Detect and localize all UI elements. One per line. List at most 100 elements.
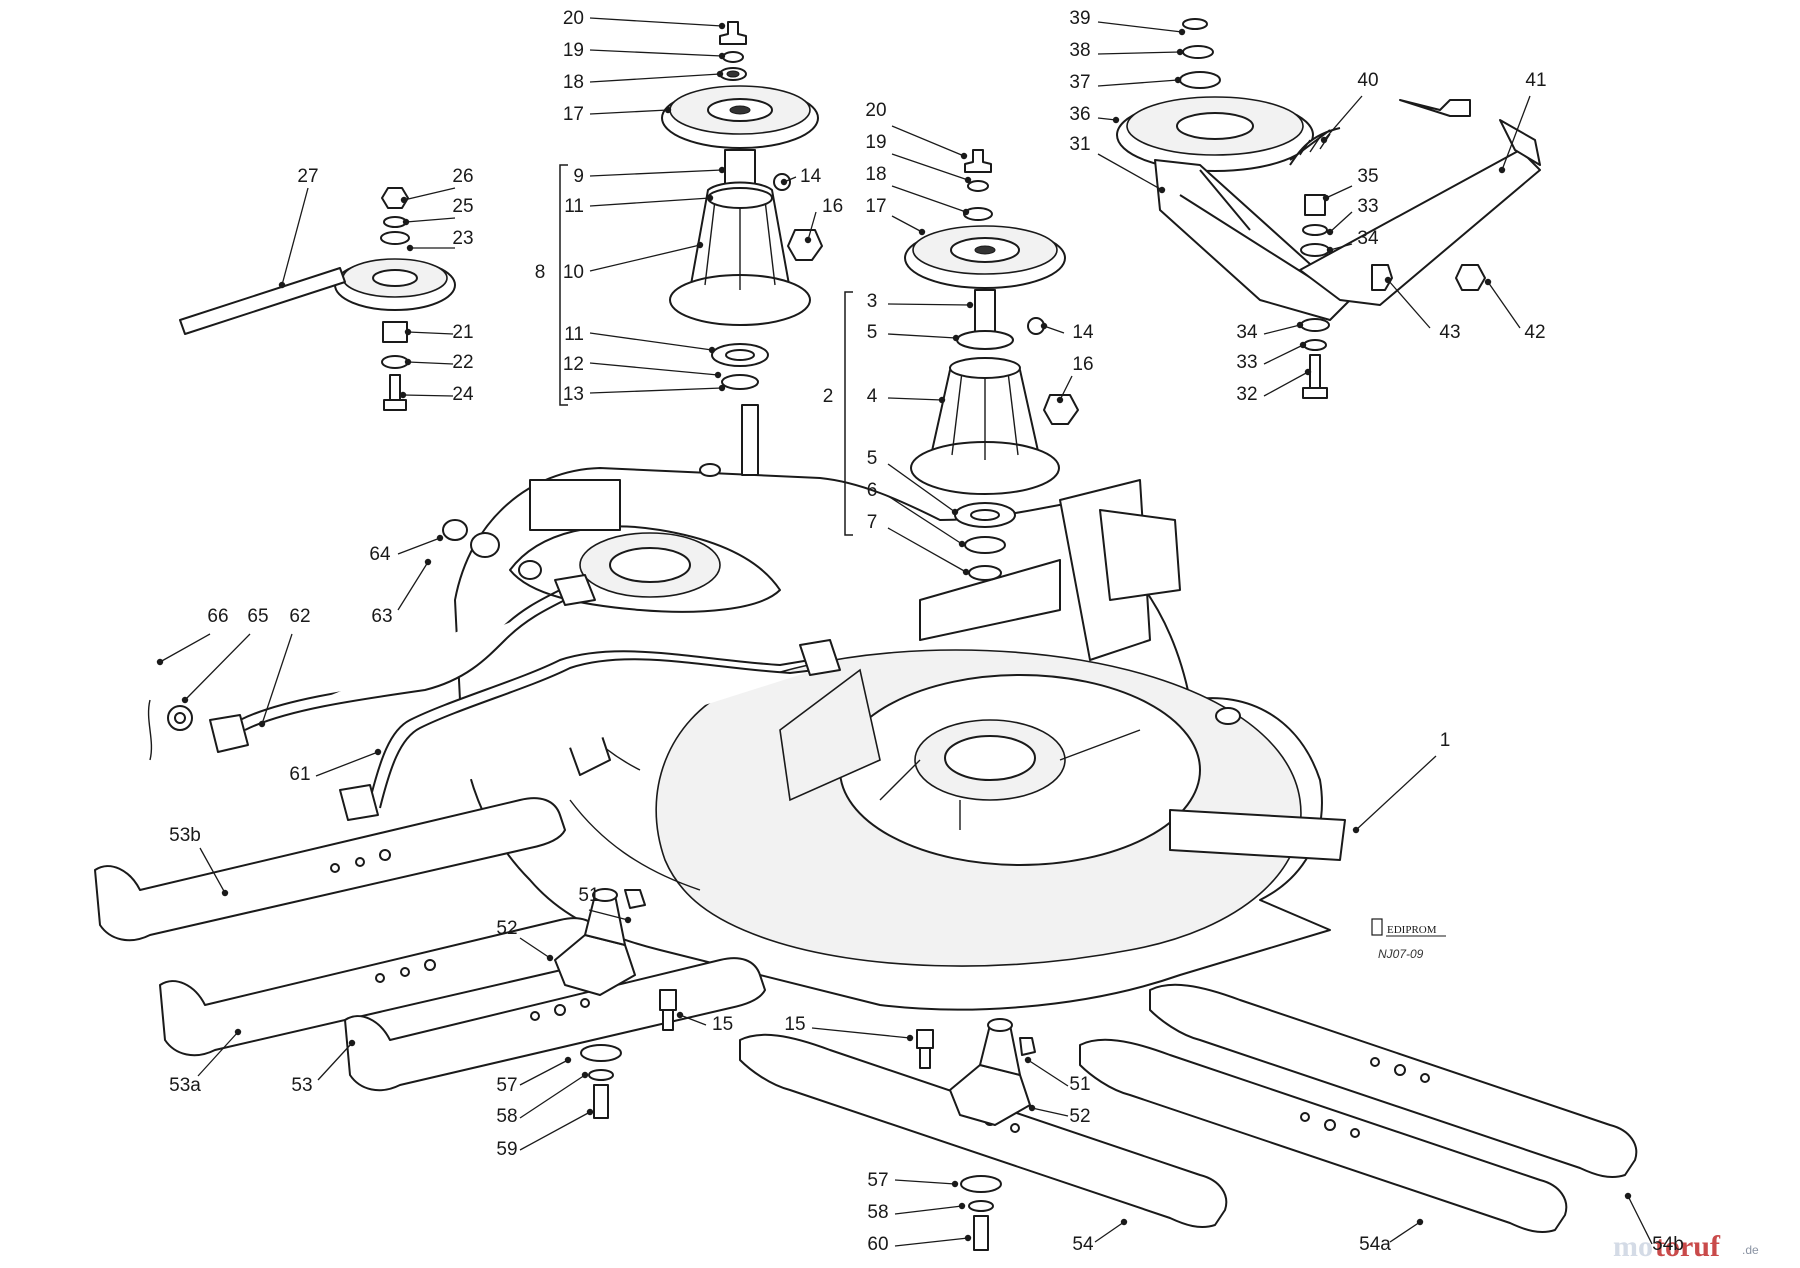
callout-anchor-dot	[1352, 826, 1360, 834]
part-number-label: 41	[1525, 70, 1546, 91]
callout-leader-line	[197, 1031, 239, 1077]
part-number-label: 54b	[1652, 1234, 1684, 1255]
callout-leader-line	[402, 394, 454, 397]
callout-anchor-dot	[1416, 1218, 1424, 1226]
callout-anchor-dot	[952, 334, 960, 342]
part-number-label: 59	[496, 1139, 517, 1160]
watermark-part-a: mo	[1613, 1230, 1653, 1263]
callout-leader-line	[519, 1111, 591, 1151]
callout-leader-line	[1501, 95, 1531, 171]
group-braces	[559, 164, 853, 536]
manufacturer-stamp	[1371, 918, 1446, 937]
callout-leader-line	[1097, 51, 1181, 55]
callout-anchor-dot	[962, 208, 970, 216]
callout-anchor-dot	[258, 720, 266, 728]
part-number-label: 15	[712, 1014, 733, 1035]
callout-anchor-dot	[1176, 48, 1184, 56]
callout-anchor-dot	[1028, 1104, 1036, 1112]
callout-anchor-dot	[958, 1202, 966, 1210]
height-adjust-linkage	[147, 519, 841, 821]
callout-anchor-dot	[436, 534, 444, 542]
part-number-label: 64	[369, 544, 391, 565]
callout-leader-line	[317, 1042, 353, 1081]
callout-leader-line	[1097, 153, 1163, 191]
callout-anchor-dot	[581, 1071, 589, 1079]
part-number-label: 57	[496, 1075, 517, 1096]
part-number-label: 57	[867, 1170, 888, 1191]
callout-anchor-dot	[1304, 368, 1312, 376]
part-number-label: 17	[563, 104, 584, 125]
callout-leader-line	[1097, 21, 1183, 33]
callout-anchor-dot	[1624, 1192, 1632, 1200]
part-number-label: 13	[563, 384, 584, 405]
part-number-label: 26	[452, 166, 473, 187]
callout-anchor-dot	[156, 658, 164, 666]
blade-set	[94, 797, 1638, 1251]
part-number-label: 58	[496, 1106, 517, 1127]
part-number-label: 66	[207, 606, 228, 627]
part-number-label: 19	[563, 40, 584, 61]
callout-leader-line	[1263, 324, 1301, 335]
callout-leader-line	[405, 217, 456, 223]
callout-anchor-dot	[1320, 136, 1328, 144]
callout-anchor-dot	[586, 1108, 594, 1116]
callout-leader-line	[589, 362, 719, 376]
callout-anchor-dot	[1024, 1056, 1032, 1064]
callout-leader-line	[1097, 79, 1179, 87]
callout-leader-line	[159, 633, 211, 663]
callout-leader-line	[894, 1179, 956, 1185]
callout-leader-line	[891, 153, 969, 181]
callout-anchor-dot	[1296, 321, 1304, 329]
callout-leader-line	[1329, 211, 1353, 233]
part-number-label: 15	[784, 1014, 805, 1035]
callout-leader-line	[281, 187, 309, 286]
callout-anchor-dot	[938, 396, 946, 404]
group-label: 8	[535, 262, 546, 283]
callout-leader-line	[397, 537, 441, 555]
callout-anchor-dot	[1498, 166, 1506, 174]
callout-anchor-dot	[234, 1028, 242, 1036]
callout-leader-line	[588, 909, 629, 921]
callout-anchor-dot	[676, 1011, 684, 1019]
callout-anchor-dot	[918, 228, 926, 236]
callout-leader-line	[891, 125, 965, 157]
callout-anchor-dot	[718, 22, 726, 30]
callout-leader-line	[679, 1014, 707, 1026]
callout-anchor-dot	[951, 508, 959, 516]
part-number-label: 51	[1069, 1074, 1090, 1095]
callout-anchor-dot	[951, 1180, 959, 1188]
callout-leader-line	[261, 633, 293, 725]
part-number-label: 5	[867, 448, 878, 469]
callout-leader-line	[199, 847, 226, 894]
callout-leader-line	[894, 1205, 963, 1215]
part-number-label: 23	[452, 228, 473, 249]
part-number-label: 54a	[1359, 1234, 1391, 1255]
callout-leader-line	[589, 17, 723, 27]
part-number-label: 36	[1069, 104, 1090, 125]
callout-anchor-dot	[906, 1034, 914, 1042]
part-number-label: 17	[865, 196, 886, 217]
part-number-label: 35	[1357, 166, 1378, 187]
left-spindle-assembly	[661, 21, 823, 476]
callout-anchor-dot	[404, 358, 412, 366]
part-number-label: 60	[867, 1234, 888, 1255]
part-number-label: 58	[867, 1202, 888, 1223]
part-number-label: 10	[563, 262, 584, 283]
drawing-reference-code: NJ07-09	[1378, 947, 1424, 961]
callout-anchor-dot	[624, 916, 632, 924]
part-number-label: 33	[1357, 196, 1378, 217]
part-number-label: 18	[563, 72, 584, 93]
callout-anchor-dot	[399, 391, 407, 399]
callout-anchor-dot	[960, 152, 968, 160]
part-number-label: 61	[289, 764, 310, 785]
callout-leader-line	[891, 215, 923, 233]
part-number-label: 43	[1439, 322, 1460, 343]
callout-leader-line	[1263, 344, 1304, 365]
callout-leader-line	[1094, 1221, 1125, 1243]
callout-leader-line	[589, 169, 723, 177]
callout-anchor-dot	[714, 371, 722, 379]
part-number-label: 5	[867, 322, 878, 343]
callout-anchor-dot	[1174, 76, 1182, 84]
callout-leaders	[156, 17, 1653, 1247]
